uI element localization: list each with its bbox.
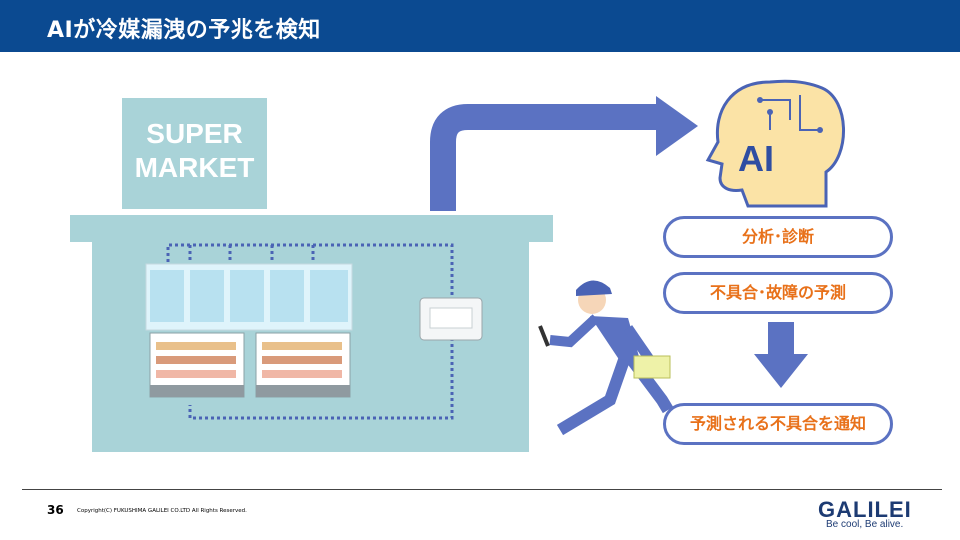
step-analysis-diagnosis: 分析･診断	[663, 216, 893, 258]
sign-line-1: SUPER	[146, 118, 243, 149]
supermarket-sign: SUPER MARKET	[122, 98, 267, 209]
step-notify-predicted-failure: 予測される不具合を通知	[663, 403, 893, 445]
sign-line-2: MARKET	[134, 152, 255, 183]
ai-label: AI	[738, 138, 774, 179]
copyright-text: Copyright(C) FUKUSHIMA GALILEI CO.LTD Al…	[77, 508, 247, 514]
company-tagline: Be cool, Be alive.	[826, 519, 904, 530]
page-title: AIが冷媒漏洩の予兆を検知	[47, 18, 321, 43]
display-case-icon	[149, 332, 245, 398]
footer-divider	[22, 489, 942, 490]
refrigerated-cases-icon	[145, 263, 353, 331]
page-number: 36	[47, 503, 64, 517]
title-bar: AIが冷媒漏洩の予兆を検知	[0, 0, 960, 52]
company-logo: GALILEI	[818, 497, 912, 522]
ai-brain-head-icon	[705, 79, 845, 208]
upload-arrow-icon	[430, 104, 660, 211]
technician-running-icon	[538, 280, 674, 436]
down-arrow-icon	[754, 322, 808, 388]
step-failure-prediction: 不具合･故障の予測	[663, 272, 893, 314]
display-case-icon	[255, 332, 351, 398]
sensor-network-line	[166, 243, 454, 420]
store-roof	[70, 215, 553, 242]
monitoring-device-icon	[419, 297, 483, 341]
